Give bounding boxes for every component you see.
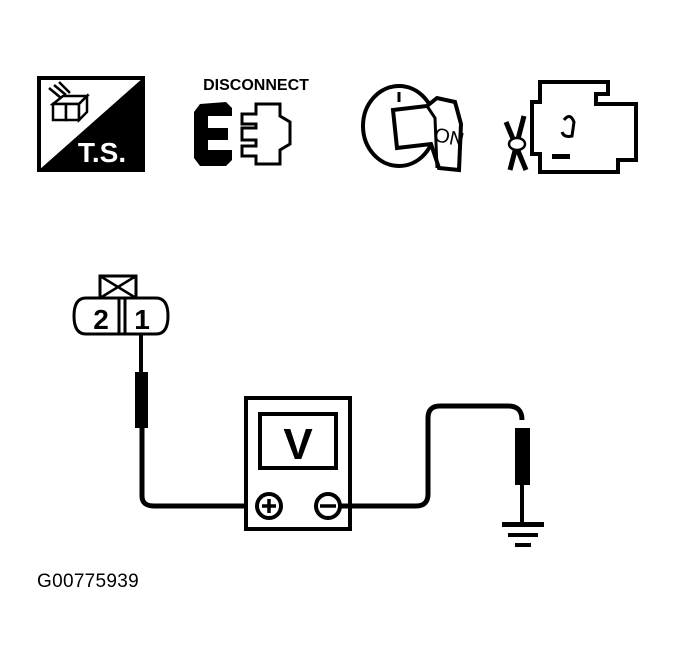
ignition-on-icon: ON [357, 78, 475, 178]
voltmeter: V [244, 396, 352, 531]
disconnect-label: DISCONNECT [203, 77, 309, 94]
figure-id: G00775939 [37, 571, 140, 592]
connector: 2 1 [72, 274, 170, 336]
ts-label: T.S. [78, 137, 126, 168]
disconnect-icon: DISCONNECT [186, 74, 326, 174]
meter-label: V [283, 420, 313, 469]
ground-symbol [502, 522, 544, 547]
negative-probe [340, 403, 530, 522]
engine-off-icon [500, 76, 640, 176]
voltage-measurement-circuit: 2 1 V [0, 270, 674, 560]
ts-icon: T.S. [37, 76, 147, 172]
positive-probe [135, 334, 260, 509]
pin-1: 1 [134, 304, 150, 335]
pin-2: 2 [93, 304, 109, 335]
